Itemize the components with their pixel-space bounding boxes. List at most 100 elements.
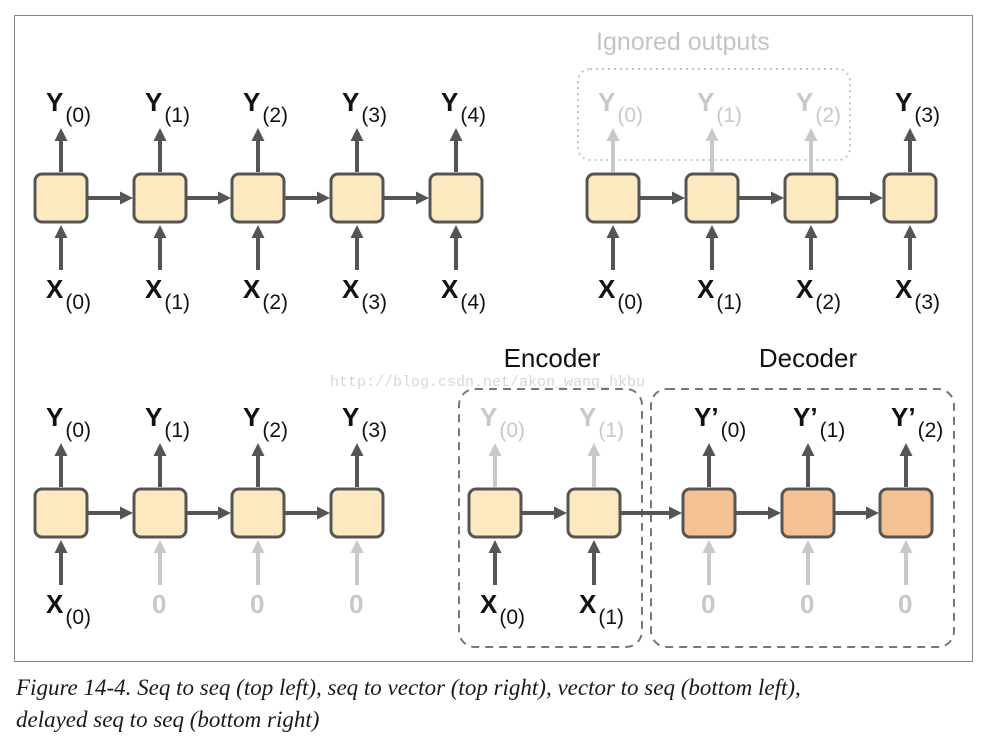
bottom-left-output-label-letter: Y bbox=[243, 402, 260, 432]
top-left-input-label: X(4) bbox=[441, 274, 486, 314]
encoder-decoder-arrow bbox=[621, 506, 682, 520]
top-left-input-label-letter: X bbox=[441, 274, 459, 304]
top-left-input-arrow bbox=[350, 225, 364, 270]
bottom-left-output-label-subscript: (0) bbox=[65, 419, 91, 442]
top-left-recurrent-arrow bbox=[285, 191, 330, 205]
arrow-head bbox=[702, 540, 716, 553]
top-left-input-label-letter: X bbox=[243, 274, 261, 304]
arrow-head bbox=[899, 443, 913, 456]
top-left-output-label: Y(1) bbox=[145, 87, 190, 127]
top-right-input-label-subscript: (1) bbox=[716, 291, 742, 314]
top-right-output-arrow bbox=[804, 128, 818, 172]
top-left-input-arrow bbox=[153, 225, 167, 270]
encoder-input-label-subscript: (0) bbox=[499, 606, 525, 629]
top-left-input-label: X(3) bbox=[342, 274, 387, 314]
top-right-recurrent-arrow bbox=[640, 191, 685, 205]
arrow-head bbox=[54, 540, 68, 553]
arrow-head bbox=[251, 540, 265, 553]
bottom-left-input-label-letter: 0 bbox=[152, 589, 166, 619]
bottom-left-input-label: 0 bbox=[152, 589, 166, 619]
top-left-input-label-letter: X bbox=[46, 274, 64, 304]
arrow-head bbox=[54, 225, 68, 238]
arrow-head bbox=[120, 506, 133, 520]
decoder-output-label-letter: Y’ bbox=[793, 402, 818, 432]
top-right-output-label: Y(0) bbox=[598, 87, 643, 127]
top-right-recurrent-arrow bbox=[838, 191, 883, 205]
bottom-left-input-label-letter: 0 bbox=[349, 589, 363, 619]
arrow-head bbox=[54, 128, 68, 141]
top-right-output-arrow bbox=[903, 128, 917, 172]
top-right-output-label-letter: Y bbox=[697, 87, 714, 117]
top-left-output-label-subscript: (1) bbox=[164, 104, 190, 127]
top-left-output-label-letter: Y bbox=[145, 87, 162, 117]
top-right-output-label: Y(2) bbox=[796, 87, 841, 127]
top-left-input-label: X(2) bbox=[243, 274, 288, 314]
decoder-recurrent-arrow bbox=[736, 506, 781, 520]
arrow-head bbox=[218, 506, 231, 520]
top-right-recurrent-arrow bbox=[739, 191, 784, 205]
decoder-output-arrow bbox=[801, 443, 815, 487]
arrow-head bbox=[903, 128, 917, 141]
arrow-head bbox=[587, 540, 601, 553]
top-right-input-label-letter: X bbox=[598, 274, 616, 304]
arrow-head bbox=[488, 540, 502, 553]
top-left-output-label-letter: Y bbox=[342, 87, 359, 117]
top-right-output-arrow bbox=[705, 128, 719, 172]
bottom-left-output-arrow bbox=[251, 443, 265, 487]
arrow-head bbox=[804, 128, 818, 141]
watermark: http://blog.csdn.net/akon_wang_hkbu bbox=[330, 374, 646, 391]
bottom-left-output-label-subscript: (2) bbox=[262, 419, 288, 442]
decoder-output-arrow bbox=[899, 443, 913, 487]
top-right-output-label-subscript: (0) bbox=[617, 104, 643, 127]
encoder-input-label-letter: X bbox=[480, 589, 498, 619]
decoder-input-arrow bbox=[801, 540, 815, 585]
bottom-left-input-label: X(0) bbox=[46, 589, 91, 629]
top-left-input-label-letter: X bbox=[145, 274, 163, 304]
top-left-input-arrow bbox=[54, 225, 68, 270]
top-left-output-label-letter: Y bbox=[243, 87, 260, 117]
top-left-input-label-subscript: (4) bbox=[460, 291, 486, 314]
arrow-head bbox=[251, 443, 265, 456]
top-right-input-label-letter: X bbox=[895, 274, 913, 304]
encoder-output-label-letter: Y bbox=[480, 402, 497, 432]
arrow-head bbox=[804, 225, 818, 238]
top-right-input-label: X(0) bbox=[598, 274, 643, 314]
top-right-cell bbox=[882, 172, 938, 224]
top-left-output-label-subscript: (2) bbox=[262, 104, 288, 127]
top-left-input-arrow bbox=[449, 225, 463, 270]
bottom-left-cell bbox=[132, 487, 188, 539]
top-left-output-label-subscript: (3) bbox=[361, 104, 387, 127]
bottom-left-input-label: 0 bbox=[349, 589, 363, 619]
arrow-head bbox=[350, 540, 364, 553]
encoder-output-label-subscript: (1) bbox=[598, 419, 624, 442]
encoder-output-label: Y(0) bbox=[480, 402, 525, 442]
encoder-output-arrow bbox=[587, 443, 601, 487]
encoder-cell bbox=[566, 487, 622, 539]
top-left-input-label-subscript: (2) bbox=[262, 291, 288, 314]
caption-line-2: delayed seq to seq (bottom right) bbox=[16, 707, 320, 732]
top-right-input-label: X(1) bbox=[697, 274, 742, 314]
arrow-head bbox=[672, 191, 685, 205]
arrow-head bbox=[488, 443, 502, 456]
top-right-input-label: X(3) bbox=[895, 274, 940, 314]
arrow-head bbox=[317, 506, 330, 520]
bottom-left-input-arrow bbox=[54, 540, 68, 585]
bottom-left-output-label-letter: Y bbox=[46, 402, 63, 432]
arrow-head bbox=[449, 128, 463, 141]
top-left-input-label-subscript: (3) bbox=[361, 291, 387, 314]
encoder-label: Encoder bbox=[504, 343, 601, 373]
bottom-left-output-label: Y(3) bbox=[342, 402, 387, 442]
bottom-left-output-label-letter: Y bbox=[145, 402, 162, 432]
arrow-head bbox=[153, 540, 167, 553]
arrow-head bbox=[899, 540, 913, 553]
top-left-input-label-subscript: (0) bbox=[65, 291, 91, 314]
decoder-output-label-subscript: (0) bbox=[721, 419, 747, 442]
top-right-input-label-letter: X bbox=[796, 274, 814, 304]
top-right-output-label-letter: Y bbox=[895, 87, 912, 117]
arrow-head bbox=[587, 443, 601, 456]
bottom-left-input-label-letter: X bbox=[46, 589, 64, 619]
bottom-left-input-label-letter: 0 bbox=[250, 589, 264, 619]
arrow-head bbox=[606, 128, 620, 141]
top-right-output-arrow bbox=[606, 128, 620, 172]
